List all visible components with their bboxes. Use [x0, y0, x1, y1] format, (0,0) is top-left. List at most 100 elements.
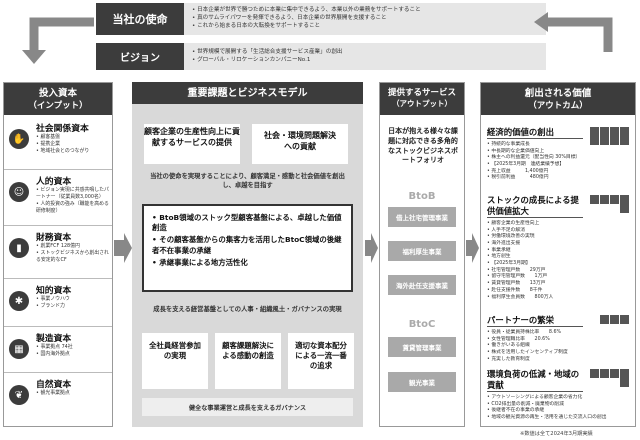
- input-item-details: 顧客基盤提携企業地域社会とのつながり: [36, 134, 110, 155]
- sdg-icons: [581, 195, 629, 213]
- sdg-icon: [620, 136, 629, 145]
- outcome-section-title: 環境負荷の低減・地域の貢献: [487, 369, 583, 392]
- left-arrow-head: [22, 50, 46, 64]
- service-title: 提供するサービス: [387, 88, 456, 98]
- outcome-column: 創出される価値 （アウトカム） 経済的価値の創出持続的な事業成長中長期的な企業価…: [480, 82, 636, 427]
- input-item: ❦自然資本観光事業拠点: [4, 372, 112, 412]
- mission-line: 真のサムライパワーを発揮できるよう、日本企業の世界展開を支援すること: [192, 14, 538, 22]
- outcome-line: 役員・従業員持株比率 8.6%: [487, 330, 629, 337]
- btoc-service: 観光事業: [388, 372, 456, 392]
- sdg-icon: [620, 127, 629, 136]
- sdg-icon: [610, 136, 619, 145]
- sdg-icon: [620, 378, 629, 387]
- vision-label: ビジョン: [96, 43, 184, 70]
- mission-line: 日本企業が世界で勝つために本業に集中できるよう、本業以外の業務をサポートすること: [192, 6, 538, 14]
- outcome-section-title: パートナーの繁栄: [487, 315, 583, 327]
- flow-arrow-2: [365, 233, 378, 263]
- model-governance: 健全な事業運営と成長を支えるガバナンス: [142, 398, 353, 416]
- outcome-line: 株主への利益還元（配当性向 30%目標）: [487, 155, 629, 162]
- input-item-details: 事業拠点 74社国内海外拠点: [36, 344, 110, 358]
- building-icon: ▦: [9, 339, 29, 359]
- input-item: ✋ 社会関係資本顧客基盤提携企業地域社会とのつながり: [4, 117, 112, 167]
- mission-text: 日本企業が世界で勝つために本業に集中できるよう、本業以外の業務をサポートすること…: [184, 3, 546, 35]
- input-item-line: ブランド力: [36, 303, 110, 310]
- input-item-details: ビジョン実現に共感共鳴したパートナー（従業員数3,000名）人的投資の強み（職能…: [36, 187, 110, 215]
- sdg-icon: [590, 127, 599, 136]
- btob-service: 借上社宅管理事業: [388, 207, 456, 227]
- outcome-line: 充実した教育制度: [487, 357, 629, 364]
- outcome-line: 税引前利益 480億円: [487, 175, 629, 182]
- model-pillar: 適切な資本配分による一流一番の追求: [288, 333, 354, 389]
- model-pillar: 全社員経営参加の実現: [142, 333, 208, 389]
- sdg-icon: [590, 195, 599, 204]
- outcome-sec2: ストックの成長による提供価値拡大顧客企業の生産性向上人手不足の解消労働環境改善の…: [487, 195, 629, 301]
- person-icon: ☺: [9, 182, 29, 202]
- input-item: ✱知的資本事業ノウハウブランド力: [4, 278, 112, 324]
- leaf-icon: ❦: [9, 385, 29, 405]
- outcome-section-lines: 役員・従業員持株比率 8.6%女性管理職比率 20.6%働きがいある組織株式を活…: [487, 330, 629, 364]
- sdg-icon: [610, 369, 619, 378]
- input-item: ☺ 人的資本ビジョン実現に共感共鳴したパートナー（従業員数3,000名）人的投資の…: [4, 169, 112, 223]
- right-return-arrow: [548, 17, 613, 52]
- outcome-line: 留守宅管理戸数 1万戸: [487, 274, 629, 281]
- model-bullet: BtoB領域のストック型顧客基盤による、卓越した価値創造: [152, 213, 343, 233]
- sdg-icon: [600, 369, 609, 378]
- sdg-icon: [620, 195, 629, 204]
- outcome-sec4: 環境負荷の低減・地域の貢献アウトソーシングによる顧客企業の省力化CO2排出量の削…: [487, 369, 629, 422]
- input-item: ▮財務資本創業FCF 128億円ストックビジネスから創出される安定的なCF: [4, 225, 112, 276]
- outcome-title: 創出される価値: [524, 88, 592, 99]
- input-item-title: 人的資本: [36, 177, 72, 187]
- input-item-details: 観光事業拠点: [36, 390, 110, 397]
- btoc-service: 賃貸管理事業: [388, 337, 456, 357]
- outcome-line: 後継者不在の事業の承継: [487, 408, 629, 415]
- input-title: 投入資本: [38, 88, 77, 99]
- outcome-line: 人手不足の解消: [487, 228, 629, 235]
- outcome-line: 地方創生: [487, 254, 629, 261]
- sdg-icon: [600, 315, 609, 324]
- outcome-line: 顧客企業の生産性向上: [487, 221, 629, 228]
- input-item-details: 創業FCF 128億円ストックビジネスから創出される安定的なCF: [36, 243, 110, 264]
- input-item-details: 事業ノウハウブランド力: [36, 296, 110, 310]
- model-card-social: 社会・環境問題解決への貢献: [252, 124, 348, 164]
- flow-arrow-1: [114, 233, 132, 263]
- input-item-line: 地域社会とのつながり: [36, 148, 110, 155]
- input-column: 投入資本 （インプット） ✋社会関係資本顧客基盤提携企業地域社会とのつながり☺人…: [3, 82, 113, 427]
- sdg-icon: [620, 315, 629, 324]
- btoc-label: BtoC: [408, 319, 436, 330]
- btob-service: 海外赴任支援事業: [388, 275, 456, 295]
- outcome-line: 中長期的な企業価値向上: [487, 149, 629, 156]
- sdg-icons: [581, 315, 629, 324]
- input-item-title: 社会関係資本: [36, 124, 89, 134]
- handshake-icon: ✋: [9, 129, 29, 149]
- btob-service: 福利厚生事業: [388, 241, 456, 261]
- outcome-line: 事業承継: [487, 248, 629, 255]
- sdg-icon: [610, 315, 619, 324]
- footnote: ※数値は全て2024年3月期実績: [520, 431, 593, 437]
- model-bullet: 承継事業による地方活性化: [152, 258, 343, 268]
- sdg-icon: [600, 136, 609, 145]
- input-item-line: ビジョン実現に共感共鳴したパートナー（従業員数3,000名）: [36, 187, 110, 201]
- model-bullets-box: BtoB領域のストック型顧客基盤による、卓越した価値創造その顧客基盤からの集客力…: [142, 204, 353, 292]
- right-arrow-head: [534, 12, 548, 32]
- model-lead: 当社の使命を実現することにより、顧客満足・感動と社会価値を創出し、卓越を目指す: [150, 173, 345, 190]
- input-item-line: 創業FCF 128億円: [36, 243, 110, 250]
- service-subtitle: （アウトプット）: [392, 99, 452, 109]
- outcome-line: アウトソーシングによる顧客企業の省力化: [487, 395, 629, 402]
- sdg-icon: [620, 369, 629, 378]
- outcome-line: 売上収益 1,400億円: [487, 169, 629, 176]
- mission-label: 当社の使命: [96, 3, 184, 35]
- mission-line: これから始まる日本の大転換をサポートすること: [192, 22, 538, 30]
- vision-line: グローバル・リロケーションカンパニーNo.1: [192, 56, 538, 64]
- model-header: 重要課題とビジネスモデル: [132, 82, 363, 104]
- input-item: ▦製造資本事業拠点 74社国内海外拠点: [4, 326, 112, 370]
- service-header: 提供するサービス （アウトプット）: [380, 83, 464, 115]
- sdg-icons: [581, 127, 629, 145]
- outcome-subtitle: （アウトカム）: [528, 100, 588, 111]
- model-column: 重要課題とビジネスモデル 顧客企業の生産性向上に貢献するサービスの提供 社会・環…: [132, 82, 363, 427]
- left-return-arrow: [29, 17, 94, 52]
- outcome-section-title: ストックの成長による提供価値拡大: [487, 195, 583, 218]
- outcome-section-lines: 持続的な事業成長中長期的な企業価値向上株主への利益還元（配当性向 30%目標）【…: [487, 142, 629, 182]
- outcome-sec3: パートナーの繁栄役員・従業員持株比率 8.6%女性管理職比率 20.6%働きがい…: [487, 315, 629, 363]
- outcome-line: 持続的な事業成長: [487, 142, 629, 149]
